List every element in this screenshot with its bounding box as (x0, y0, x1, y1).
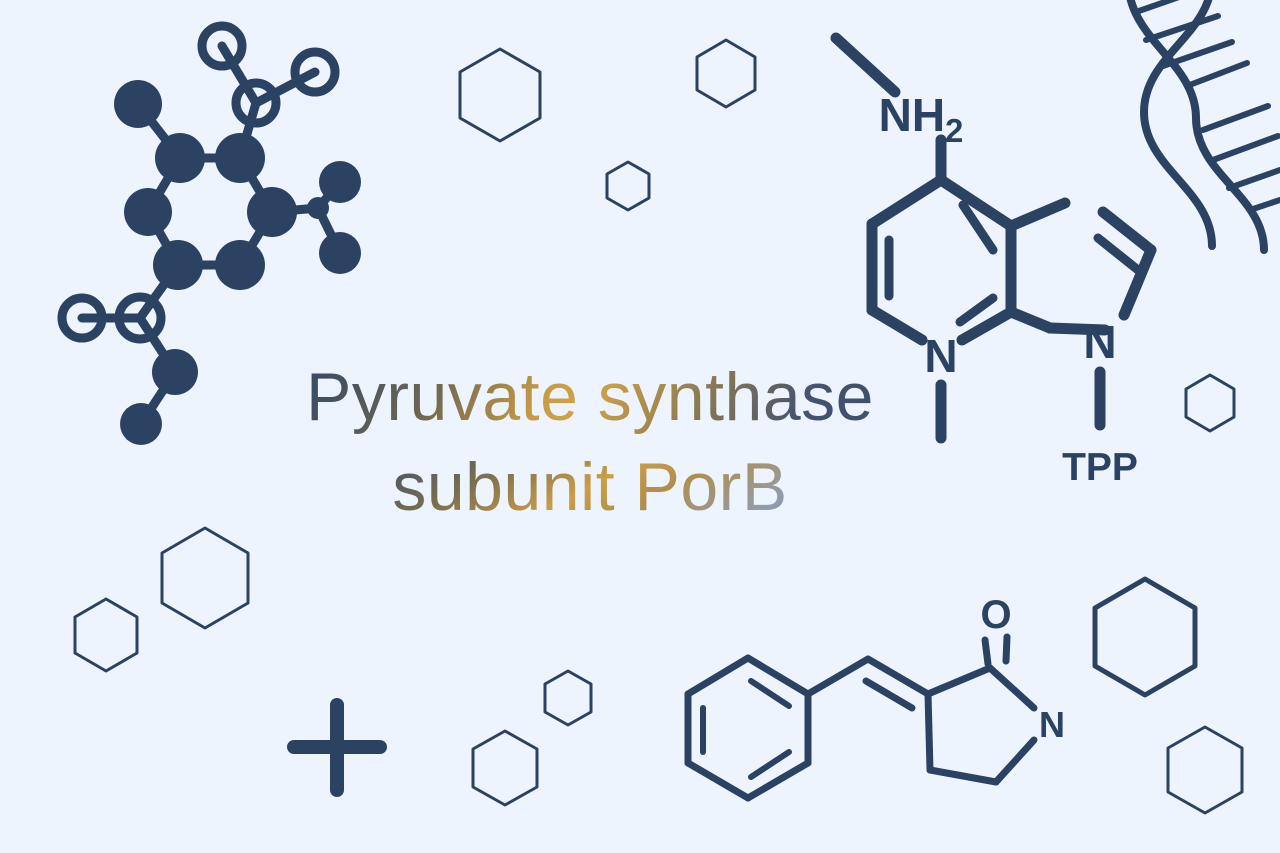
hexagon-left-mid (160, 526, 250, 630)
hexagon-right-small (1184, 373, 1236, 433)
purine-skeletal-structure: NH2 N N TPP (830, 32, 1157, 489)
label-ring-n-left: N (924, 330, 957, 382)
plus-sign (287, 698, 387, 797)
hexagon-left-small (73, 597, 139, 673)
bond-stub (830, 32, 901, 98)
dna-double-helix (1126, 0, 1280, 254)
hexagon-bottom-right-small (1166, 725, 1244, 815)
ball-and-stick-molecule (57, 21, 361, 445)
benzylidene-pyrrolidinone-structure: O N (684, 593, 1065, 802)
label-amine: NH2 (879, 89, 964, 149)
hexagon-top-small (605, 160, 651, 212)
hexagon-top-mid (695, 38, 757, 109)
filled-atom-group (114, 80, 361, 445)
hollow-atom-group (57, 21, 340, 344)
decorative-hexagons (73, 38, 1244, 815)
label-cofactor-tpp: TPP (1062, 446, 1138, 489)
label-carbonyl-oxygen: O (980, 593, 1011, 637)
hexagon-top-left (458, 47, 542, 143)
hexagon-bottom-tiny (543, 669, 593, 727)
hexagon-bottom-small (471, 729, 539, 807)
hexagon-bottom-right-large (1092, 576, 1198, 698)
label-pyrrolidinone-n: N (1039, 704, 1065, 745)
label-ring-n-right: N (1083, 316, 1116, 368)
